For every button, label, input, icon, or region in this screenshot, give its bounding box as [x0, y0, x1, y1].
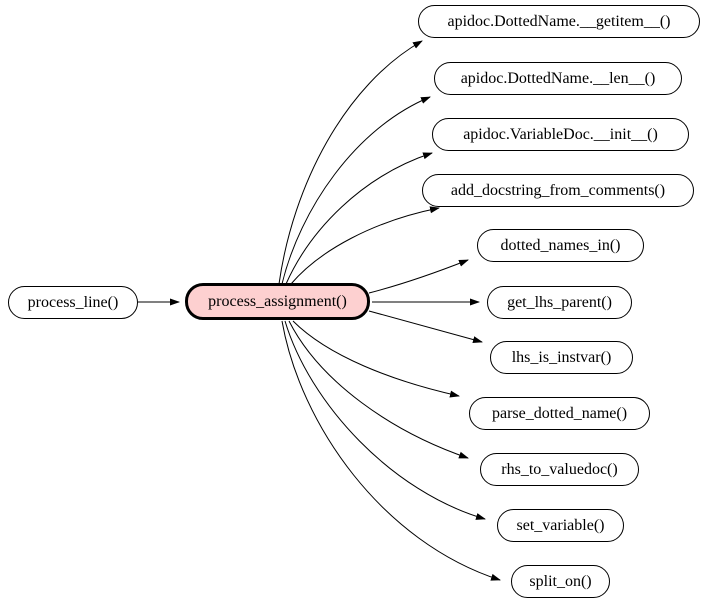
- node-variabledoc-init[interactable]: apidoc.VariableDoc.__init__(): [432, 118, 689, 151]
- edge-process_assignment-rhs_to_valuedoc: [288, 320, 469, 459]
- edge-process_assignment-dottedname_len: [281, 96, 431, 285]
- node-lhs-is-instvar[interactable]: lhs_is_instvar(): [490, 341, 633, 374]
- edge-process_assignment-split_on: [281, 320, 501, 581]
- node-get-lhs-parent[interactable]: get_lhs_parent(): [487, 286, 632, 319]
- node-rhs-to-valuedoc[interactable]: rhs_to_valuedoc(): [480, 453, 639, 486]
- edge-process_assignment-variabledoc_init: [285, 152, 433, 285]
- node-process_line[interactable]: process_line(): [8, 286, 138, 319]
- node-dottedname-len[interactable]: apidoc.DottedName.__len__(): [434, 62, 682, 95]
- edge-process_assignment-add_docstring_from_comments: [290, 206, 440, 285]
- node-process_assignment[interactable]: process_assignment(): [185, 283, 370, 320]
- node-add-docstring-from-comments[interactable]: add_docstring_from_comments(): [422, 174, 694, 207]
- node-split-on[interactable]: split_on(): [511, 565, 610, 598]
- node-dottedname-getitem[interactable]: apidoc.DottedName.__getitem__(): [418, 5, 700, 38]
- node-dotted-names-in[interactable]: dotted_names_in(): [477, 229, 644, 262]
- edge-process_assignment-dotted_names_in: [368, 259, 469, 294]
- edge-process_assignment-lhs_is_instvar: [368, 310, 483, 343]
- edge-process_assignment-set_variable: [284, 320, 486, 520]
- node-parse-dotted-name[interactable]: parse_dotted_name(): [469, 397, 650, 430]
- edge-process_assignment-parse_dotted_name: [292, 320, 460, 398]
- edge-process_assignment-dottedname_getitem: [278, 40, 423, 285]
- node-set-variable[interactable]: set_variable(): [497, 509, 624, 542]
